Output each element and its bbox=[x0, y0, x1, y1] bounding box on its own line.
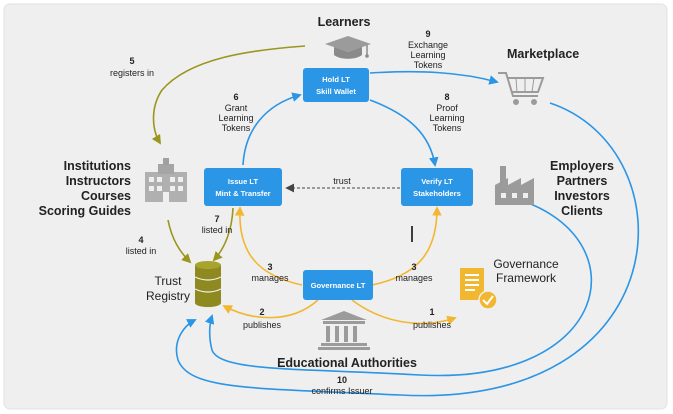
flow-10-label: confirms Issuer bbox=[311, 386, 372, 396]
box-issue-lt: Issue LT Mint & Transfer bbox=[204, 168, 282, 206]
flow-4-number: 4 bbox=[138, 235, 143, 245]
arrow-manages-verify bbox=[371, 206, 442, 286]
flow-6-line2: Learning bbox=[218, 113, 253, 123]
label-learners: Learners bbox=[318, 15, 371, 29]
flow-10-number: 10 bbox=[337, 375, 347, 385]
flow-9-number: 9 bbox=[425, 29, 430, 39]
label-clients: Clients bbox=[561, 204, 603, 218]
arrow-manages-issue bbox=[234, 206, 303, 286]
box-verify-lt: Verify LT Stakeholders bbox=[401, 168, 473, 206]
box-hold-lt: Hold LT Skill Wallet bbox=[303, 68, 369, 102]
shopping-cart-icon bbox=[498, 72, 545, 105]
label-framework: Framework bbox=[496, 271, 557, 285]
arrow-listed-in-institutions bbox=[167, 219, 192, 264]
flow-2-number: 2 bbox=[259, 307, 264, 317]
flow-6-line1: Grant bbox=[225, 103, 248, 113]
label-educational-authorities: Educational Authorities bbox=[277, 356, 417, 370]
flow-1-number: 1 bbox=[429, 307, 434, 317]
graduation-cap-icon bbox=[325, 36, 371, 59]
document-checkmark-icon bbox=[460, 268, 498, 310]
flow-8-line2: Learning bbox=[429, 113, 464, 123]
label-governance: Governance bbox=[493, 257, 559, 271]
flow-4-label: listed in bbox=[126, 246, 157, 256]
arrow-exchange-tokens bbox=[369, 70, 499, 85]
factory-icon bbox=[495, 166, 534, 205]
flow-8-line1: Proof bbox=[436, 103, 458, 113]
flow-7-label: listed in bbox=[202, 225, 233, 235]
box-governance-lt: Governance LT bbox=[303, 270, 373, 300]
box-issue-line1: Issue LT bbox=[228, 177, 259, 186]
database-icon bbox=[194, 261, 222, 307]
label-registry: Registry bbox=[146, 289, 190, 303]
box-verify-line2: Stakeholders bbox=[413, 189, 461, 198]
flow-6-line3: Tokens bbox=[222, 123, 251, 133]
box-gov-line1: Governance LT bbox=[311, 281, 366, 290]
university-building-icon bbox=[145, 158, 187, 202]
flow-8-number: 8 bbox=[444, 92, 449, 102]
flow-7-number: 7 bbox=[214, 214, 219, 224]
flow-5-number: 5 bbox=[129, 56, 134, 66]
diagram-frame bbox=[3, 3, 668, 410]
arrow-listed-in-issue bbox=[212, 207, 234, 262]
flow-3-left-number: 3 bbox=[267, 262, 272, 272]
flow-5-label: registers in bbox=[110, 68, 154, 78]
label-partners: Partners bbox=[557, 174, 608, 188]
label-courses: Courses bbox=[81, 189, 131, 203]
label-trust: Trust bbox=[155, 274, 183, 288]
arrow-registers-in bbox=[151, 45, 306, 145]
flow-3-right-label: manages bbox=[395, 273, 433, 283]
flow-trust-label: trust bbox=[333, 176, 351, 186]
label-instructors: Instructors bbox=[66, 174, 131, 188]
label-marketplace: Marketplace bbox=[507, 47, 579, 61]
flow-6-number: 6 bbox=[233, 92, 238, 102]
flow-3-right-number: 3 bbox=[411, 262, 416, 272]
flow-3-left-label: manages bbox=[251, 273, 289, 283]
box-issue-line2: Mint & Transfer bbox=[215, 189, 270, 198]
label-institutions: Institutions bbox=[64, 159, 131, 173]
flow-2-label: publishes bbox=[243, 320, 282, 330]
temple-icon bbox=[318, 311, 370, 350]
arrow-confirms-issuer-employers bbox=[205, 199, 593, 377]
box-hold-line1: Hold LT bbox=[322, 75, 350, 84]
arrow-proof-tokens bbox=[369, 99, 439, 167]
arrow-grant-tokens bbox=[242, 92, 302, 166]
box-hold-line2: Skill Wallet bbox=[316, 87, 356, 96]
label-employers: Employers bbox=[550, 159, 614, 173]
label-scoring-guides: Scoring Guides bbox=[39, 204, 131, 218]
arrow-publishes-framework bbox=[351, 299, 457, 325]
box-verify-line1: Verify LT bbox=[421, 177, 453, 186]
flow-9-line3: Tokens bbox=[414, 60, 443, 70]
flow-9-line1: Exchange bbox=[408, 40, 448, 50]
flow-9-line2: Learning bbox=[410, 50, 445, 60]
flow-8-line3: Tokens bbox=[433, 123, 462, 133]
arrow-confirms-issuer-marketplace bbox=[175, 102, 640, 397]
arrow-publishes-registry bbox=[222, 299, 319, 319]
flow-1-label: publishes bbox=[413, 320, 452, 330]
label-investors: Investors bbox=[554, 189, 610, 203]
